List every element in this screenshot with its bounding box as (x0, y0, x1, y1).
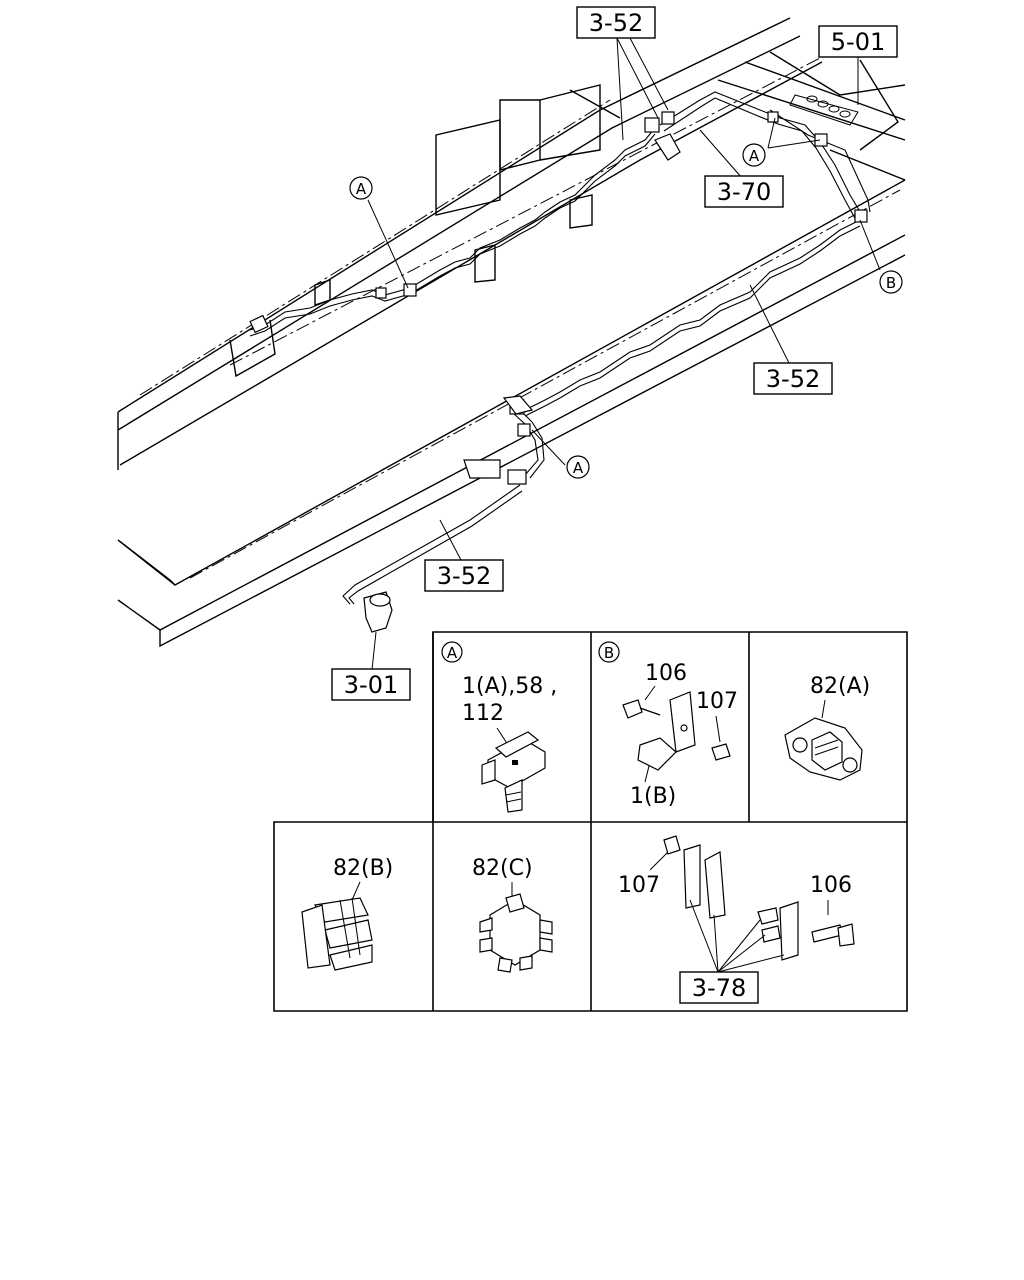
ref-box-370: 3-70 (704, 175, 784, 208)
panel-b-nut-label: 107 (696, 689, 738, 714)
clip-82c-icon (479, 893, 553, 973)
ref-top-352-text: 3-52 (589, 9, 643, 37)
marker-a-upper-right-text: A (749, 147, 760, 165)
panel-b-clip-label: 1(B) (630, 784, 676, 809)
detail-panel-82a: 82(A) (784, 674, 870, 781)
ref-box-top-352: 3-52 (576, 6, 656, 39)
ref-378-text: 3-78 (692, 974, 746, 1002)
detail-panel-82b: 82(B) (301, 856, 393, 971)
marker-a-lower-text: A (573, 459, 584, 477)
clip-b-icon (622, 691, 731, 771)
detail-panel-b: B 106 107 1(B) (598, 641, 738, 809)
marker-a-upper-left: A (349, 176, 373, 200)
leader-lines (367, 37, 881, 671)
ref-box-low-352: 3-52 (424, 559, 504, 592)
panel-378-nut-label: 107 (618, 873, 660, 898)
ref-box-501: 5-01 (818, 25, 898, 58)
marker-a-upper-right: A (742, 143, 766, 167)
ref-370-text: 3-70 (717, 178, 771, 206)
ref-501-text: 5-01 (831, 28, 885, 56)
brake-pipes (249, 91, 871, 605)
marker-a-upper-left-text: A (356, 180, 367, 198)
marker-a-lower: A (566, 455, 590, 479)
panel-b-bolt-label: 106 (645, 661, 687, 686)
panel-a-label-line2: 112 (462, 701, 504, 726)
clip-a-icon (481, 731, 546, 813)
panel-b-marker: B (604, 644, 614, 662)
clip-82a-icon (784, 717, 863, 781)
chassis-frame (117, 17, 906, 648)
panel-82c-label: 82(C) (472, 856, 533, 881)
bracket-378-icon (663, 835, 855, 961)
clip-82b-icon (301, 897, 373, 971)
ref-mid-352-text: 3-52 (766, 365, 820, 393)
detail-panel-a: A 1(A),58 , 112 (441, 641, 557, 813)
panel-a-marker: A (447, 644, 458, 662)
ref-box-301: 3-01 (331, 668, 411, 701)
pipe-fittings (249, 111, 868, 633)
ref-low-352-text: 3-52 (437, 562, 491, 590)
panel-82b-label: 82(B) (333, 856, 393, 881)
detail-panel-82c: 82(C) (472, 856, 553, 973)
panel-378-bolt-label: 106 (810, 873, 852, 898)
marker-b-right-text: B (886, 274, 896, 292)
ref-box-mid-352: 3-52 (753, 362, 833, 395)
detail-panel-378: 107 106 3-78 (618, 835, 855, 1004)
ref-301-text: 3-01 (344, 671, 398, 699)
panel-a-label-line1: 1(A),58 , (462, 674, 557, 699)
marker-b-right: B (879, 270, 903, 294)
detail-grid (273, 631, 908, 1012)
ref-box-378 (679, 971, 759, 1004)
panel-82a-label: 82(A) (810, 674, 870, 699)
